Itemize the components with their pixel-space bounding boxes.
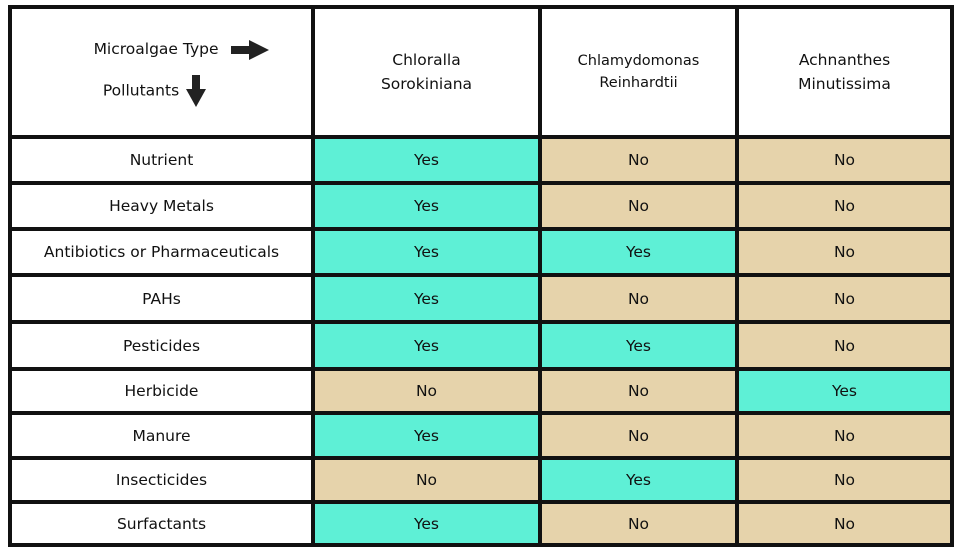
cell-yes: Yes [735,367,954,415]
cell-yes: Yes [311,273,542,324]
arrow-right-icon [231,39,270,60]
cell-no: No [735,456,954,504]
cell-no: No [735,135,954,185]
cell-no: No [538,135,739,185]
pollutant-label: Nutrient [8,135,315,185]
pollutant-label: Herbicide [8,367,315,415]
pollutants-label: Pollutants [102,81,180,100]
pollutant-label: Manure [8,411,315,460]
pollutant-label: PAHs [8,273,315,324]
cell-no: No [311,456,542,504]
cell-no: No [735,273,954,324]
cell-yes: Yes [538,320,739,371]
cell-no: No [538,411,739,460]
cell-yes: Yes [311,227,542,277]
cell-yes: Yes [311,411,542,460]
microalgae-type-label: Microalgae Type [93,40,219,58]
corner-cell: Microalgae Type Pollutants [8,5,315,139]
cell-no: No [735,411,954,460]
pollutant-label: Pesticides [8,320,315,371]
pollutant-label: Antibiotics or Pharmaceuticals [8,227,315,277]
cell-yes: Yes [538,456,739,504]
cell-no: No [735,181,954,231]
cell-no: No [311,367,542,415]
pollutant-label: Heavy Metals [8,181,315,231]
cell-no: No [538,273,739,324]
pollutant-label: Insecticides [8,456,315,504]
cell-no: No [735,500,954,547]
cell-yes: Yes [311,181,542,231]
cell-no: No [538,367,739,415]
cell-no: No [735,320,954,371]
pollutant-label: Surfactants [8,500,315,547]
cell-yes: Yes [311,500,542,547]
cell-yes: Yes [538,227,739,277]
cell-yes: Yes [311,320,542,371]
cell-no: No [538,500,739,547]
cell-yes: Yes [311,135,542,185]
cell-no: No [538,181,739,231]
arrow-down-icon [186,75,207,107]
cell-no: No [735,227,954,277]
